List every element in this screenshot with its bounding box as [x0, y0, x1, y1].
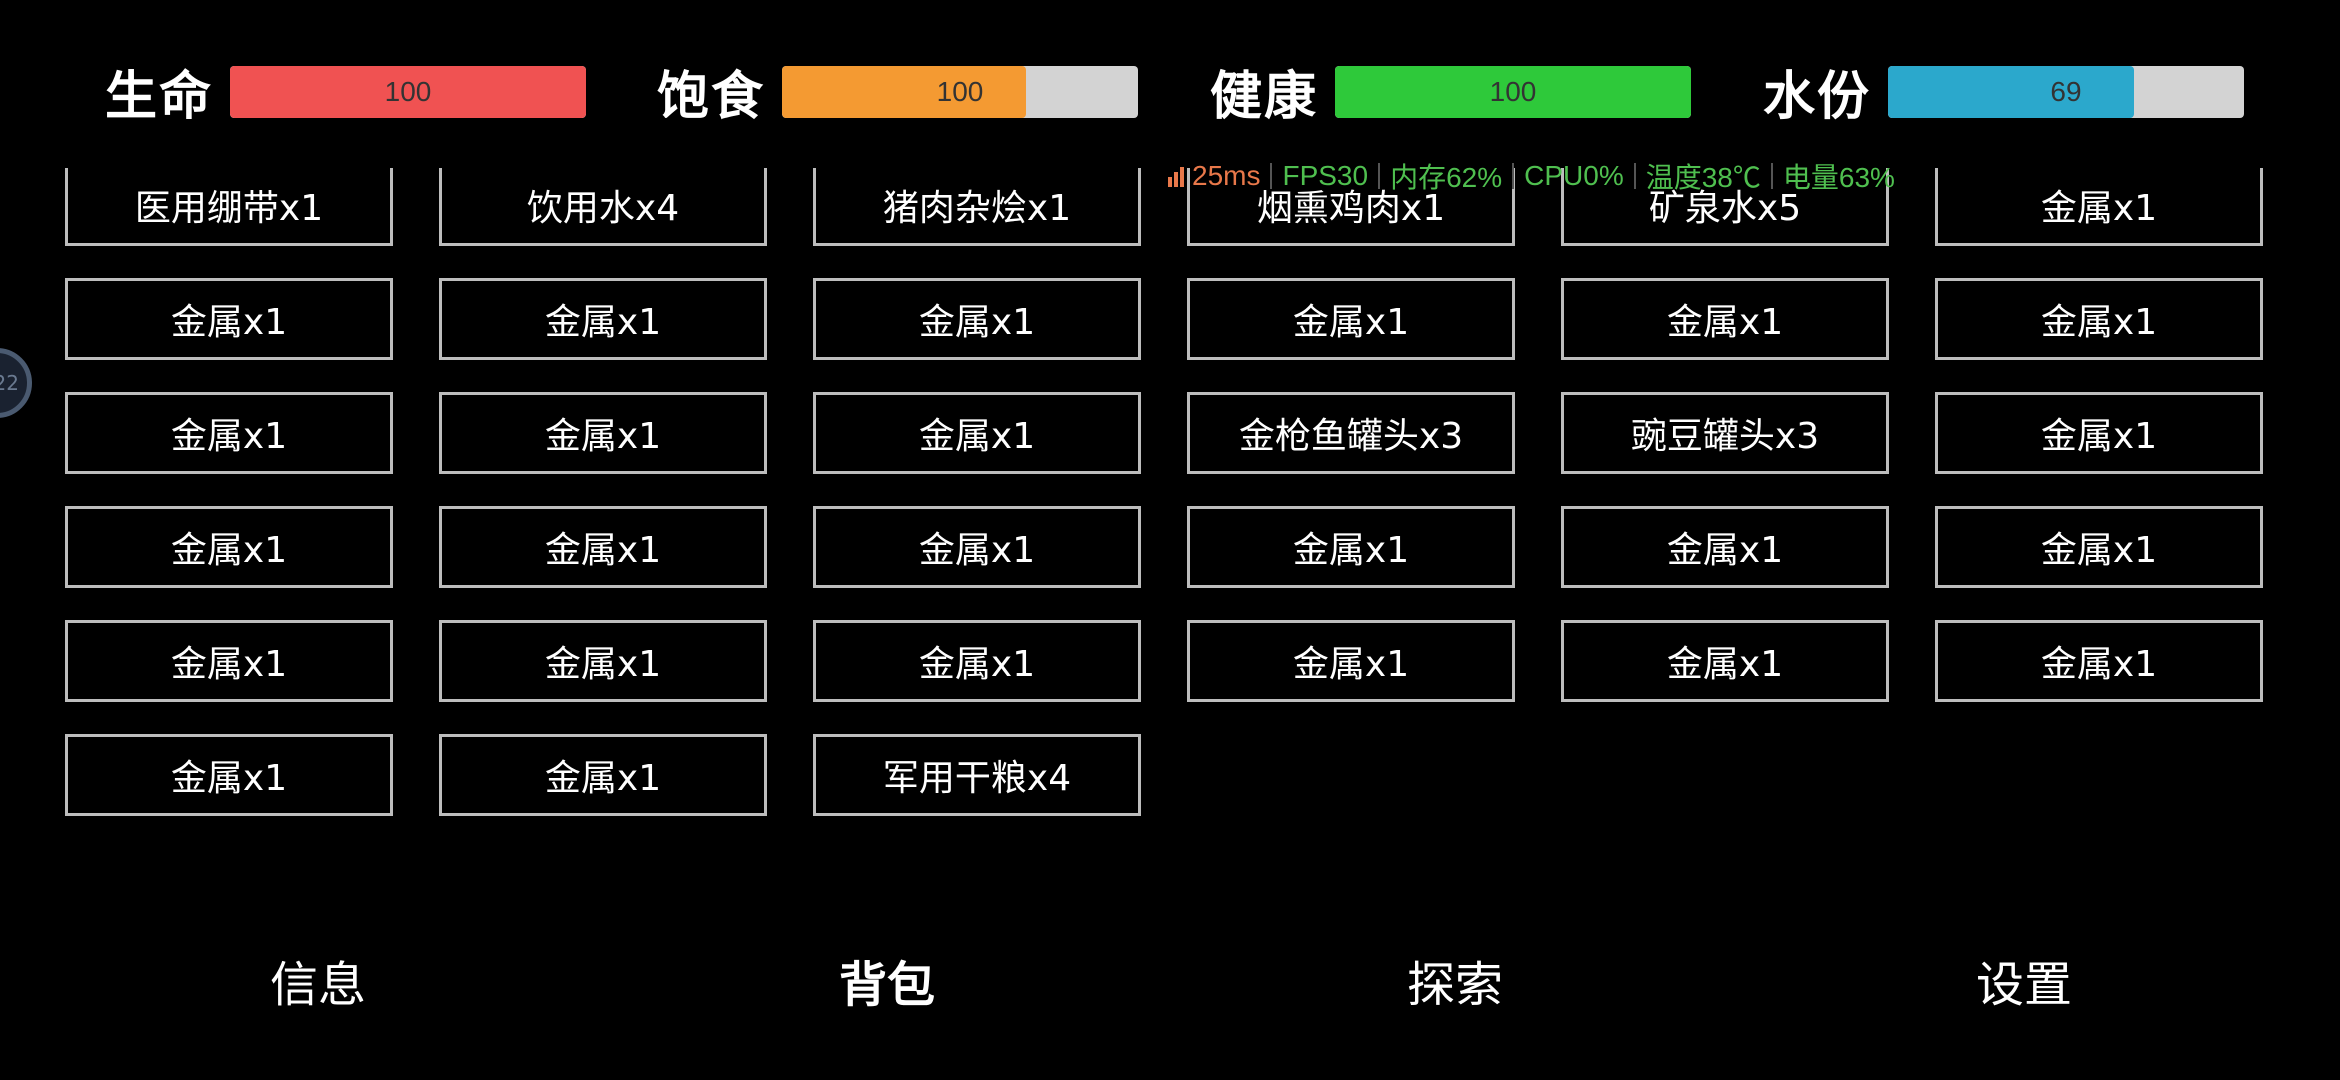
inventory-slot[interactable]: 金属x1 [1935, 392, 2263, 474]
health-bar: 100 [1335, 66, 1691, 118]
inventory-slot[interactable]: 金属x1 [813, 392, 1141, 474]
inventory-slot[interactable]: 金属x1 [1935, 506, 2263, 588]
inventory-slot[interactable]: 饮用水x4 [439, 168, 767, 246]
inventory-slot[interactable]: 金枪鱼罐头x3 [1187, 392, 1515, 474]
inventory-slot[interactable]: 矿泉水x5 [1561, 168, 1889, 246]
inventory-slot[interactable]: 金属x1 [813, 620, 1141, 702]
inventory-slot[interactable]: 金属x1 [1187, 278, 1515, 360]
inventory-slot[interactable]: 金属x1 [1935, 278, 2263, 360]
inventory-slot[interactable]: 金属x1 [65, 734, 393, 816]
nav-settings[interactable]: 设置 [1975, 957, 2072, 1013]
bar-value: 69 [2050, 76, 2082, 107]
bar-fill [782, 66, 1026, 118]
cpu-value: CPU0% [1524, 160, 1624, 191]
divider [1378, 163, 1381, 189]
performance-overlay: 25ms FPS30 内存62% CPU0% 温度38℃ 电量63% [1168, 158, 1895, 194]
bottom-nav: 信息 背包 探索 设置 [0, 940, 2340, 1020]
bar-fill [1888, 66, 2134, 118]
divider [1512, 163, 1515, 189]
inventory-slot[interactable]: 金属x1 [439, 620, 767, 702]
signal-icon [1168, 165, 1186, 187]
nav-explore[interactable]: 探索 [1406, 957, 1503, 1013]
bar-fill [230, 66, 586, 118]
battery-value: 电量63% [1782, 162, 1895, 193]
inventory-slot[interactable]: 金属x1 [65, 392, 393, 474]
ping-value: 25ms [1192, 160, 1261, 191]
life-bar: 100 [230, 66, 586, 118]
inventory-slot[interactable]: 金属x1 [1935, 620, 2263, 702]
inventory-slot[interactable]: 猪肉杂烩x1 [813, 168, 1141, 246]
inventory-slot[interactable]: 金属x1 [65, 620, 393, 702]
stat-life: 生命 100 [105, 58, 586, 127]
inventory-grid: 医用绷带x1 饮用水x4 猪肉杂烩x1 烟熏鸡肉x1 矿泉水x5 金属x1 金属x1 金属x1… [65, 168, 2265, 828]
inventory-slot[interactable]: 金属x1 [439, 278, 767, 360]
temperature-value: 温度38℃ [1645, 162, 1761, 193]
stat-health: 健康 100 [1210, 58, 1691, 127]
bar-fill [1335, 66, 1691, 118]
stat-satiety: 饱食 100 [657, 58, 1138, 127]
satiety-bar: 100 [782, 66, 1138, 118]
inventory-slot[interactable]: 金属x1 [439, 506, 767, 588]
inventory-slot[interactable]: 金属x1 [65, 506, 393, 588]
stat-label: 健康 [1210, 66, 1319, 127]
bar-value: 100 [1489, 76, 1537, 107]
water-bar: 69 [1888, 66, 2244, 118]
status-bars: 生命 100 饱食 100 健康 100 水份 69 [0, 58, 2340, 127]
stat-label: 生命 [105, 66, 214, 127]
memory-value: 内存62% [1390, 162, 1503, 193]
bar-value: 100 [936, 76, 984, 107]
fps-value: FPS30 [1282, 160, 1369, 191]
inventory-slot[interactable]: 金属x1 [813, 278, 1141, 360]
nav-info[interactable]: 信息 [269, 957, 366, 1013]
inventory-slot[interactable]: 豌豆罐头x3 [1561, 392, 1889, 474]
inventory-slot[interactable]: 金属x1 [439, 392, 767, 474]
bar-value: 100 [384, 76, 432, 107]
stat-water: 水份 69 [1763, 58, 2244, 127]
inventory-slot[interactable]: 金属x1 [439, 734, 767, 816]
inventory-slot[interactable]: 金属x1 [1187, 620, 1515, 702]
inventory-slot[interactable]: 军用干粮x4 [813, 734, 1141, 816]
stat-label: 饱食 [657, 66, 766, 127]
inventory-slot[interactable]: 金属x1 [65, 278, 393, 360]
inventory-slot[interactable]: 金属x1 [1187, 506, 1515, 588]
inventory-slot[interactable]: 金属x1 [1561, 506, 1889, 588]
divider [1270, 163, 1273, 189]
nav-backpack[interactable]: 背包 [838, 957, 935, 1013]
inventory-slot[interactable]: 金属x1 [1935, 168, 2263, 246]
inventory-slot[interactable]: 烟熏鸡肉x1 [1187, 168, 1515, 246]
inventory-slot[interactable]: 金属x1 [1561, 278, 1889, 360]
divider [1633, 163, 1636, 189]
inventory-slot[interactable]: 金属x1 [813, 506, 1141, 588]
stat-label: 水份 [1763, 66, 1872, 127]
inventory-slot[interactable]: 金属x1 [1561, 620, 1889, 702]
assist-button-label: 22 [0, 371, 19, 395]
inventory-slot[interactable]: 医用绷带x1 [65, 168, 393, 246]
floating-assist-button[interactable]: 22 [0, 348, 32, 418]
divider [1770, 163, 1773, 189]
